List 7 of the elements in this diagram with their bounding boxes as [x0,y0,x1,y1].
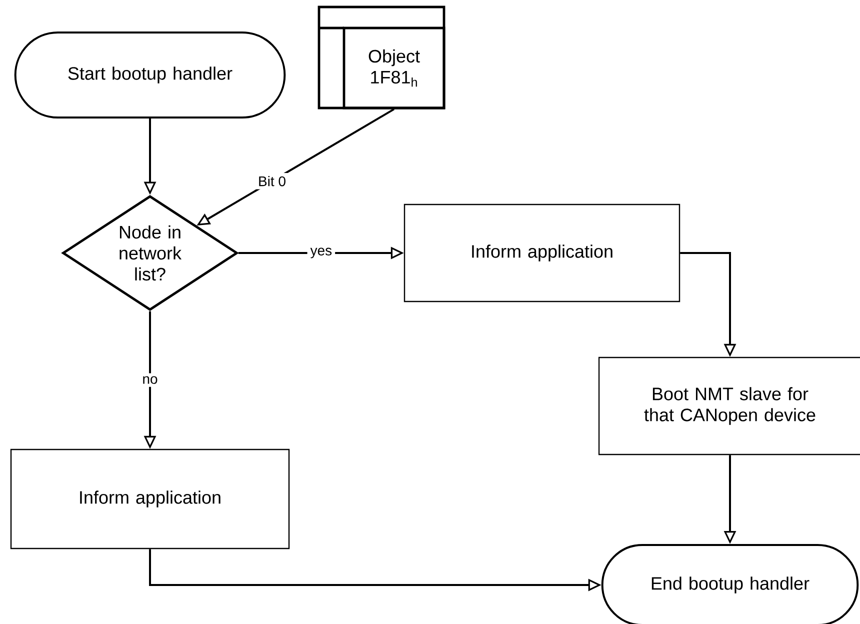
object-table: Object 1F81$_{h}$ [318,6,446,110]
process-box: Boot NMT slave for that CANopen device [598,356,860,456]
edge-label: Bit 0 [255,172,289,190]
process-box: Inform application [404,204,680,302]
edge-label: yes [307,244,336,262]
process-box: Inform application [10,448,290,550]
edge-label: no [139,373,161,387]
